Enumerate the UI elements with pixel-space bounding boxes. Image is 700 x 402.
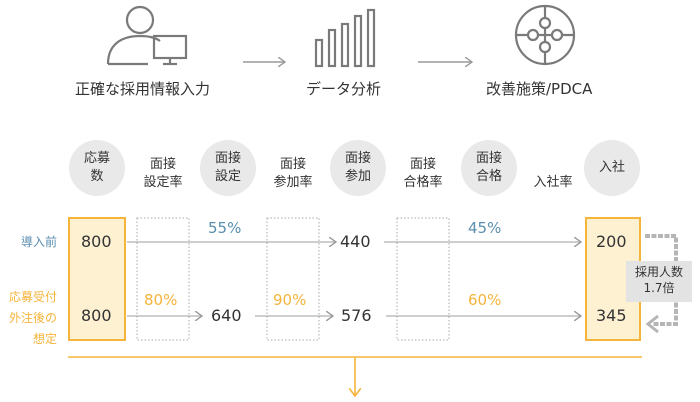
row1-rate-hire: 45%	[468, 219, 502, 237]
row1-participation-value: 440	[340, 232, 371, 251]
row2-rate-participation: 90%	[273, 291, 307, 309]
row2-participation-value: 576	[341, 306, 372, 325]
person-at-computer-icon	[106, 5, 188, 66]
rate-columns	[136, 217, 450, 341]
stage-circle-hire: 入社	[584, 140, 640, 196]
stage-circle-participation: 面接 参加	[330, 140, 386, 196]
puzzle-circle-icon	[514, 4, 576, 66]
row1-rate-participation: 55%	[208, 219, 242, 237]
row2-setup-value: 640	[211, 306, 242, 325]
hire-increase-note: 採用人数 1.7倍	[626, 261, 692, 302]
step-label-analysis: データ分析	[306, 80, 382, 98]
rate-header-hire: 入社率	[533, 175, 573, 190]
stage-circle-apply: 応募 数	[69, 140, 125, 196]
bar-chart-icon	[314, 8, 376, 68]
step-label-pdca: 改善施策/PDCA	[486, 80, 593, 98]
stage-circle-pass: 面接 合格	[461, 140, 517, 196]
rate-header-setup: 面接 設定率	[143, 157, 183, 190]
row2-apply-value: 800	[81, 306, 112, 325]
rate-header-participation: 面接 参加率	[273, 157, 313, 190]
row1-apply-value: 800	[81, 232, 112, 251]
comparison-arrowhead	[645, 314, 659, 334]
row1-hire-value: 200	[596, 232, 627, 251]
row-label-before: 導入前	[20, 235, 57, 249]
row2-hire-value: 345	[596, 306, 627, 325]
step-label-input: 正確な採用情報入力	[75, 80, 211, 98]
row2-rate-setup: 80%	[144, 291, 178, 309]
rate-header-pass: 面接 合格率	[403, 157, 443, 190]
apply-box	[68, 217, 126, 341]
row2-rate-hire: 60%	[468, 291, 502, 309]
row-label-after: 応募受付 外注後の 想定	[8, 290, 57, 346]
stage-circle-setup: 面接 設定	[200, 140, 256, 196]
